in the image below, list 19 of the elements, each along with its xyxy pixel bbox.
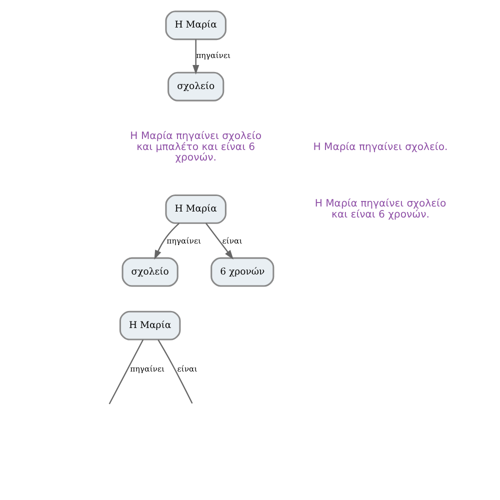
edge-label: πηγαίνει xyxy=(166,236,201,246)
arrow xyxy=(192,39,199,74)
edge-label: είναι xyxy=(176,364,197,374)
connector xyxy=(108,339,144,404)
label: Η Μαρία πηγαίνει σχολείο. xyxy=(312,142,448,153)
node-box: σχολείο xyxy=(121,257,178,287)
node-box: Η Μαρία xyxy=(118,310,180,340)
node-box: Η Μαρία xyxy=(164,194,226,224)
label: Η Μαρία πηγαίνει σχολείο και είναι 6 χρονών. xyxy=(314,198,446,220)
edge-label: είναι xyxy=(222,236,242,246)
node-box: Η Μαρία xyxy=(164,10,226,40)
label: Η Μαρία πηγαίνει σχολείο και μπαλέτο και είναι 6 χρονών. xyxy=(130,130,261,164)
connector xyxy=(157,340,192,404)
node-box: σχολείο xyxy=(167,72,224,102)
edge-label: πηγαίνει xyxy=(130,364,164,374)
arrow xyxy=(204,222,233,260)
arrow xyxy=(154,222,180,260)
node-box: 6 χρονών xyxy=(210,257,274,287)
edge-label: πηγαίνει xyxy=(196,50,230,60)
